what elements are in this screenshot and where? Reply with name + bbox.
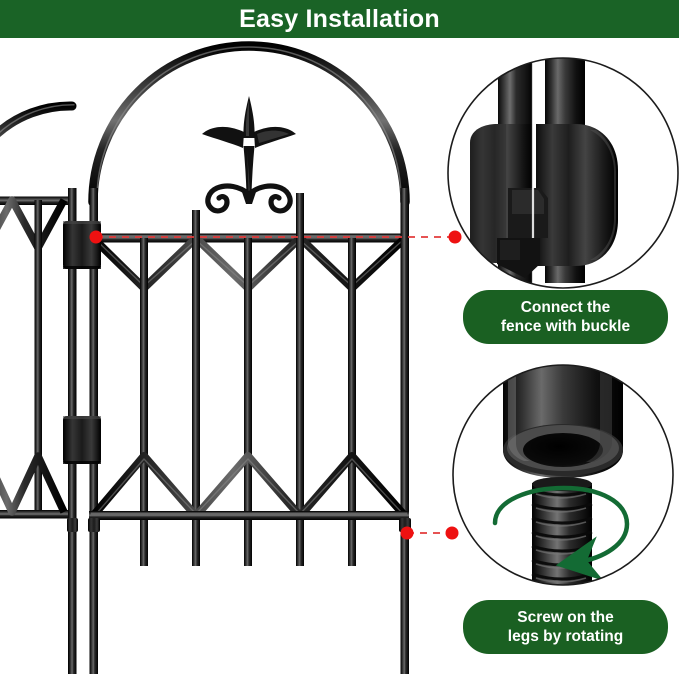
fence-illustration bbox=[0, 41, 411, 674]
fence-panel-main bbox=[88, 41, 410, 566]
rotation-arrow-icon bbox=[492, 485, 630, 581]
callout-detail-layer bbox=[89, 57, 679, 586]
leg-right bbox=[400, 520, 409, 674]
callout-buckle-line-1: Connect the bbox=[520, 299, 611, 316]
callout-buckle-line-2: fence with buckle bbox=[500, 318, 631, 335]
page-title: Easy Installation bbox=[239, 4, 440, 33]
fence-ground-legs bbox=[67, 518, 411, 674]
detail-circle-screw bbox=[452, 364, 674, 586]
illustration-stage: Connect the fence with buckle Screw on t… bbox=[0, 38, 679, 674]
fence-lattice-lower bbox=[89, 452, 408, 520]
callout-screw-line-2: legs by rotating bbox=[507, 628, 624, 645]
detail-circle-outline-screw bbox=[452, 364, 674, 586]
fence-pickets bbox=[89, 188, 409, 566]
detail-circle-outline-buckle bbox=[447, 57, 679, 289]
leader-line-buckle bbox=[89, 230, 462, 244]
callout-label-connect-fence-with-buckle: Connect the fence with buckle bbox=[463, 290, 668, 344]
fence-panel-left-partial bbox=[0, 101, 77, 519]
leader-dot-circle-buckle bbox=[448, 230, 462, 244]
leg-left-neighbour bbox=[68, 520, 77, 674]
detail-circle-buckle bbox=[447, 57, 679, 289]
callout-label-screw-on-legs-by-rotating: Screw on the legs by rotating bbox=[463, 600, 668, 654]
fleur-de-lis-finial bbox=[202, 96, 296, 214]
leader-dot-fence-buckle bbox=[89, 230, 103, 244]
fence-rail-lower bbox=[89, 511, 409, 520]
leg-left bbox=[89, 520, 98, 674]
leader-line-screw bbox=[400, 526, 459, 540]
leader-dot-circle-screw bbox=[445, 526, 459, 540]
fence-buckle-lower bbox=[63, 416, 101, 464]
header-banner: Easy Installation bbox=[0, 0, 679, 38]
callout-screw-line-1: Screw on the bbox=[517, 609, 614, 626]
leader-dot-fence-leg bbox=[400, 526, 414, 540]
post-bore-opening bbox=[523, 433, 603, 467]
